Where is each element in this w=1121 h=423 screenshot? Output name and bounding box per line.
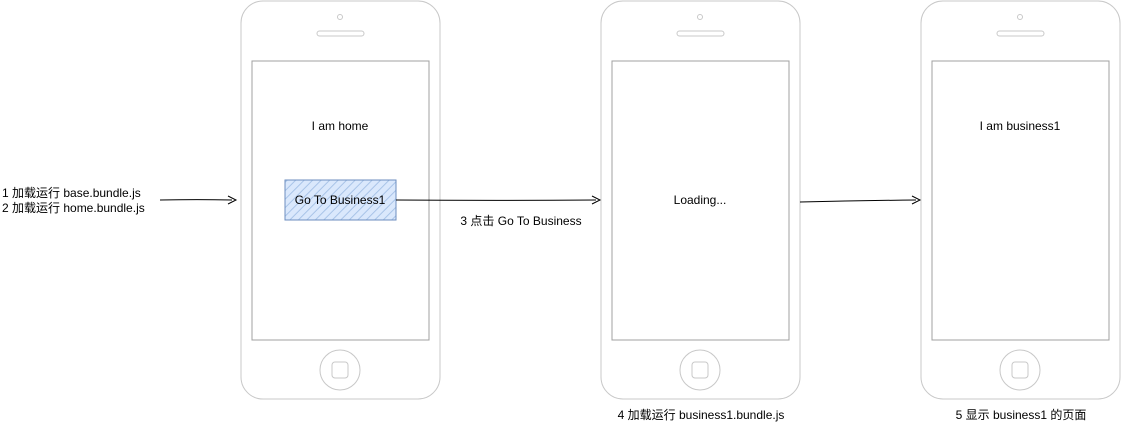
go-to-business1-button[interactable]: Go To Business1 (294, 193, 386, 207)
arrow-right-icon (395, 195, 602, 205)
camera-icon (337, 14, 343, 20)
step-1-label: 1 加载运行 base.bundle.js (2, 186, 141, 200)
step-4-label: 4 加载运行 business1.bundle.js (617, 408, 785, 422)
phone-business1 (920, 0, 1121, 400)
arrow-right-icon (159, 195, 238, 205)
go-to-business1-button-shape[interactable] (284, 179, 397, 221)
speaker-icon (316, 30, 365, 37)
camera-icon (697, 14, 703, 20)
phone-screen (611, 60, 790, 341)
step-3-label: 3 点击 Go To Business (460, 214, 582, 228)
phone-loading (600, 0, 801, 400)
business1-screen-text: I am business1 (979, 119, 1061, 133)
arrow-right-icon (799, 195, 922, 205)
camera-icon (1017, 14, 1023, 20)
home-button-icon (999, 349, 1041, 391)
step-5-label: 5 显示 business1 的页面 (955, 408, 1087, 422)
home-button-icon (679, 349, 721, 391)
loading-screen-text: Loading... (673, 193, 727, 207)
home-button-icon (319, 349, 361, 391)
step-2-label: 2 加载运行 home.bundle.js (2, 201, 145, 215)
speaker-icon (996, 30, 1045, 37)
home-screen-text: I am home (311, 119, 369, 133)
phone-screen (931, 60, 1110, 341)
speaker-icon (676, 30, 725, 37)
